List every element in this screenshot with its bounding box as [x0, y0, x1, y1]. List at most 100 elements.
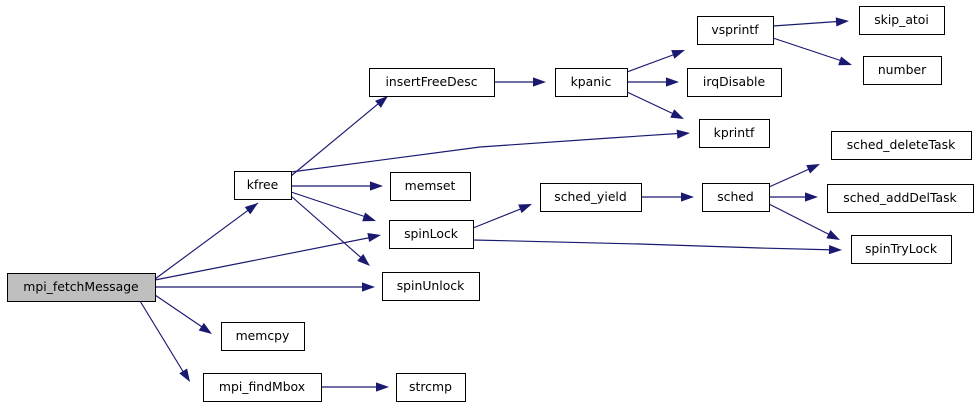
node-label: memset: [405, 178, 456, 193]
node-label: kpanic: [571, 74, 612, 89]
edge-line: [290, 191, 373, 220]
edge-sched_yield-to-sched: [641, 192, 694, 202]
node-box[interactable]: [851, 235, 952, 264]
node-box[interactable]: [382, 272, 480, 301]
edge-line: [290, 132, 687, 173]
edge-spinLock-to-spinTryLock: [472, 239, 842, 255]
node-label: skip_atoi: [874, 12, 929, 27]
edge-line: [290, 195, 367, 263]
edge-insertFreeDesc-to-kpanic: [494, 77, 546, 87]
node-label: spinUnlock: [397, 278, 465, 293]
arrowhead-icon: [362, 212, 376, 222]
arrowhead-icon: [533, 77, 546, 87]
node-box[interactable]: [697, 16, 774, 45]
edge-sched-to-sched_addDelTask: [769, 192, 818, 202]
arrowhead-icon: [671, 50, 685, 59]
node-label: mpi_findMbox: [219, 379, 305, 394]
node-box[interactable]: [540, 183, 642, 212]
edges-layer: [139, 17, 852, 392]
node-insertFreeDesc[interactable]: insertFreeDesc: [369, 68, 495, 97]
edge-kpanic-to-vsprintf: [626, 50, 685, 73]
node-label: kprintf: [714, 125, 755, 140]
node-vsprintf[interactable]: vsprintf: [697, 16, 774, 45]
edge-line: [154, 202, 259, 280]
edge-line: [768, 203, 837, 239]
node-label: kfree: [247, 177, 279, 192]
edge-kpanic-to-kprintf: [626, 91, 684, 119]
edge-mpi_fetchMessage-to-spinUnlock: [155, 282, 375, 292]
node-label: vsprintf: [711, 22, 759, 37]
arrowhead-icon: [681, 192, 694, 202]
edge-line: [772, 37, 849, 64]
nodes-layer: mpi_fetchMessage kfree memcpy mpi_findMbox i…: [7, 6, 974, 402]
node-label: number: [878, 62, 927, 77]
node-box[interactable]: [396, 373, 466, 402]
edge-mpi_fetchMessage-to-spinLock: [154, 233, 381, 281]
node-box[interactable]: [369, 68, 495, 97]
node-label: sched_deleteTask: [847, 137, 956, 152]
node-label: insertFreeDesc: [385, 74, 477, 89]
node-box[interactable]: [203, 373, 322, 402]
node-box[interactable]: [687, 68, 782, 97]
edge-line: [472, 205, 529, 229]
node-skip_atoi[interactable]: skip_atoi: [859, 6, 945, 35]
node-label: strcmp: [409, 379, 452, 394]
node-box[interactable]: [827, 184, 974, 213]
node-sched_deleteTask[interactable]: sched_deleteTask: [831, 131, 972, 160]
arrowhead-icon: [806, 164, 820, 174]
node-box[interactable]: [831, 131, 972, 160]
node-box[interactable]: [863, 56, 942, 85]
node-spinUnlock[interactable]: spinUnlock: [382, 272, 480, 301]
edge-kfree-to-spinUnlock: [290, 195, 370, 266]
arrowhead-icon: [670, 109, 684, 119]
edge-mpi_findMbox-to-strcmp: [321, 382, 389, 392]
node-sched[interactable]: sched: [702, 183, 770, 212]
node-box[interactable]: [389, 220, 474, 249]
node-label: mpi_fetchMessage: [23, 279, 138, 294]
node-label: spinLock: [404, 226, 459, 241]
edge-mpi_fetchMessage-to-kfree: [154, 202, 259, 280]
arrowhead-icon: [835, 17, 849, 27]
node-box[interactable]: [699, 119, 770, 148]
node-mpi_fetchMessage[interactable]: mpi_fetchMessage: [7, 273, 156, 302]
edge-kfree-to-spinLock: [290, 191, 376, 222]
arrowhead-icon: [826, 230, 840, 240]
node-mpi_findMbox[interactable]: mpi_findMbox: [203, 373, 322, 402]
edge-mpi_fetchMessage-to-memcpy: [154, 294, 212, 334]
node-kprintf[interactable]: kprintf: [699, 119, 770, 148]
node-sched_addDelTask[interactable]: sched_addDelTask: [827, 184, 974, 213]
arrowhead-icon: [676, 129, 690, 139]
node-label: sched_addDelTask: [843, 190, 957, 205]
node-box[interactable]: [702, 183, 770, 212]
arrowhead-icon: [838, 56, 852, 66]
edge-line: [154, 294, 209, 332]
edge-kfree-to-memset: [291, 181, 383, 191]
node-box[interactable]: [234, 171, 292, 200]
edge-spinLock-to-sched_yield: [472, 204, 532, 229]
node-kpanic[interactable]: kpanic: [555, 68, 628, 97]
node-irqDisable[interactable]: irqDisable: [687, 68, 782, 97]
node-label: sched: [717, 189, 754, 204]
node-kfree[interactable]: kfree: [234, 171, 292, 200]
node-strcmp[interactable]: strcmp: [396, 373, 466, 402]
arrowhead-icon: [370, 181, 383, 191]
node-label: spinTryLock: [865, 241, 938, 256]
node-label: memcpy: [236, 328, 290, 343]
node-box[interactable]: [555, 68, 628, 97]
edge-line: [768, 165, 817, 188]
node-memcpy[interactable]: memcpy: [221, 322, 305, 351]
node-spinLock[interactable]: spinLock: [389, 220, 474, 249]
node-box[interactable]: [7, 273, 156, 302]
node-memset[interactable]: memset: [390, 172, 471, 201]
node-number[interactable]: number: [863, 56, 942, 85]
node-box[interactable]: [390, 172, 471, 201]
edge-line: [772, 20, 846, 27]
node-label: irqDisable: [703, 74, 765, 89]
node-box[interactable]: [221, 322, 305, 351]
arrowhead-icon: [362, 282, 375, 292]
node-box[interactable]: [859, 6, 945, 35]
node-sched_yield[interactable]: sched_yield: [540, 183, 642, 212]
node-spinTryLock[interactable]: spinTryLock: [851, 235, 952, 264]
